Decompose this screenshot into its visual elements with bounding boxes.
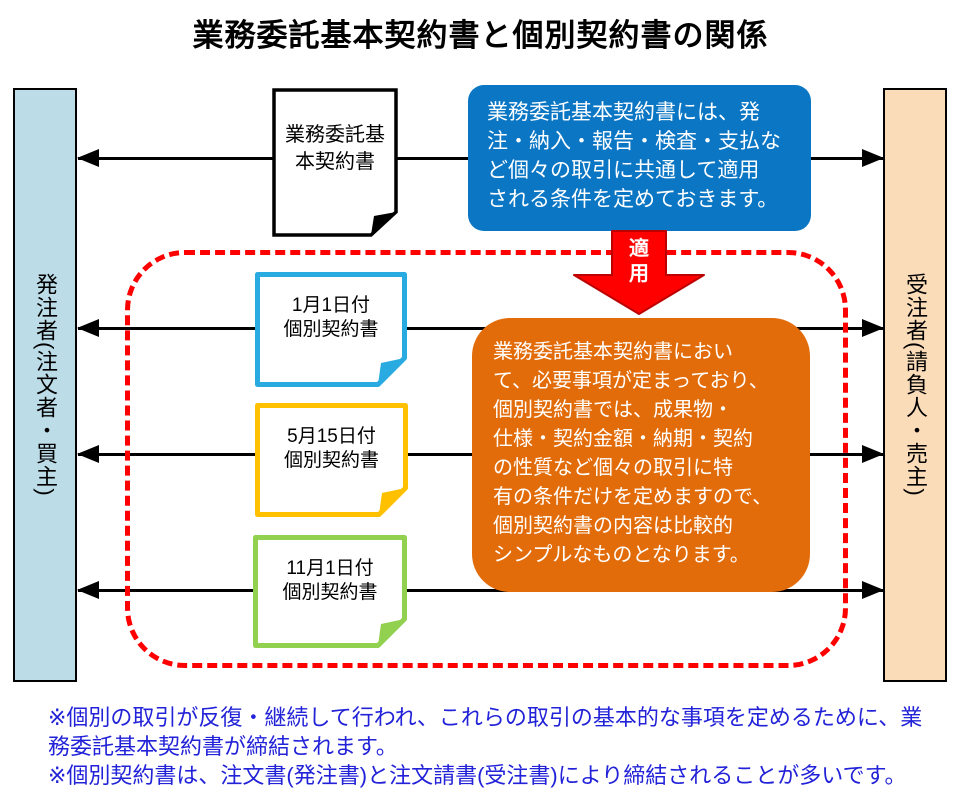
individual-contract-doc-label: 5月15日付 個別契約書: [283, 426, 379, 471]
individual-contract-doc-label: 11月1日付 個別契約書: [282, 558, 378, 603]
arrowhead-right-icon: [862, 581, 884, 599]
arrowhead-left-icon: [77, 445, 99, 463]
arrowhead-left-icon: [77, 319, 99, 337]
orderer-bar: 発注者(注文者・買主): [13, 88, 77, 682]
arrowhead-left-icon: [77, 149, 99, 167]
folded-document-icon: [255, 272, 407, 387]
relation-arrow-individual-1: [77, 319, 884, 337]
individual-contract-doc-may: 5月15日付 個別契約書: [255, 403, 408, 517]
down-arrow-icon: [573, 230, 705, 315]
footnote-line: ※個別契約書は、注文書(発注書)と注文請書(受注書)により締結されることが多いで…: [48, 763, 907, 788]
footnote-line: ※個別の取引が反復・継続して行われ、これらの取引の基本的な事項を定めるために、業: [48, 705, 923, 730]
footnote-line: 務委託基本契約書が締結されます。: [48, 734, 398, 759]
contractor-bar-label: 受注者(請負人・売主): [903, 273, 928, 497]
individual-contract-doc-jan: 1月1日付 個別契約書: [255, 272, 407, 387]
arrowhead-left-icon: [77, 581, 99, 599]
individual-contract-doc-nov: 11月1日付 個別契約書: [253, 535, 407, 648]
apply-arrow: 適 用: [571, 230, 707, 316]
basic-contract-doc: 業務委託基 本契約書: [272, 88, 398, 237]
individual-contract-note: 業務委託基本契約書におい て、必要事項が定まっており、 個別契約書では、成果物・…: [472, 318, 810, 592]
page-title: 業務委託基本契約書と個別契約書の関係: [192, 18, 769, 53]
arrowhead-right-icon: [862, 149, 884, 167]
relation-arrow-individual-3: [77, 581, 884, 599]
arrowhead-right-icon: [862, 319, 884, 337]
footnote: ※個別の取引が反復・継続して行われ、これらの取引の基本的な事項を定めるために、業…: [48, 703, 933, 790]
contractor-bar: 受注者(請負人・売主): [883, 88, 947, 682]
orderer-bar-label: 発注者(注文者・買主): [33, 273, 58, 497]
apply-arrow-label: 適 用: [629, 238, 649, 285]
folded-document-icon: [255, 403, 408, 517]
basic-contract-note: 業務委託基本契約書には、発 注・納入・報告・検査・支払な ど個々の取引に共通して…: [468, 85, 811, 231]
arrowhead-right-icon: [862, 445, 884, 463]
folded-document-icon: [253, 535, 407, 648]
basic-contract-doc-label: 業務委託基 本契約書: [285, 124, 385, 173]
folded-document-icon: [272, 88, 398, 237]
individual-contracts-frame: [125, 250, 848, 668]
individual-contract-doc-label: 1月1日付 個別契約書: [283, 295, 379, 340]
